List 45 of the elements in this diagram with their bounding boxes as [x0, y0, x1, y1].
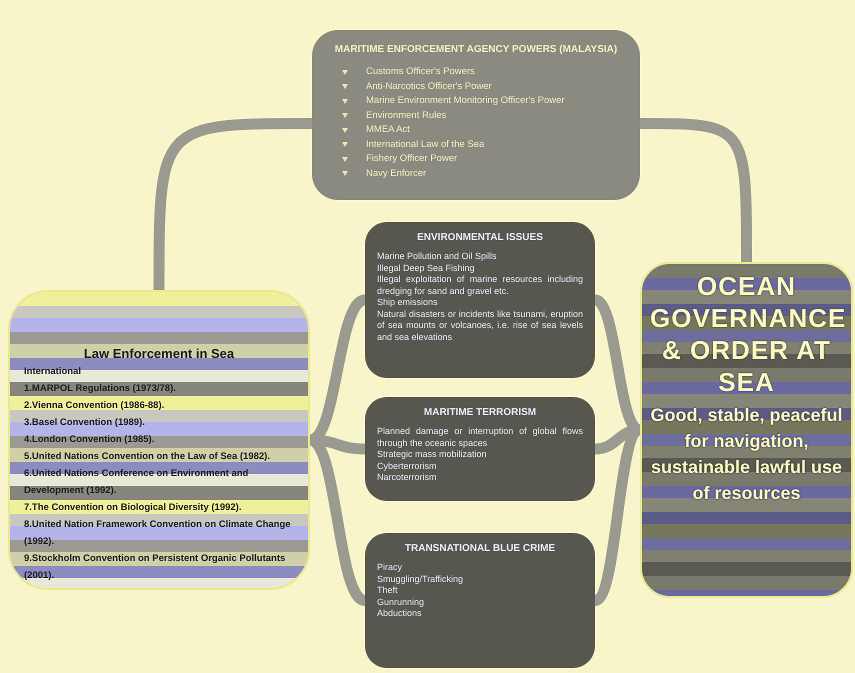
body-text: Marine Pollution and Oil Spills [377, 251, 498, 262]
list-item: MMEA Act [366, 123, 410, 137]
body-text: Cyberterrorism [377, 460, 438, 472]
body-text: Strategic mass mobilization [377, 449, 488, 460]
panel-heading: MARITIME TERRORISM [422, 407, 538, 418]
body-text: 5.United Nations Convention on the Law of Sea (1982). [24, 450, 271, 464]
body-text: Ship emissions [377, 297, 439, 308]
body-text: 2.Vienna Convention (1986-88). [24, 399, 166, 413]
body-text: 6.United Nations Conference on Environment and Development (1992). [24, 467, 250, 498]
connector-band [640, 118, 752, 262]
panel-heading: TRANSNATIONAL BLUE CRIME [404, 543, 556, 554]
body-text: Theft [377, 585, 399, 596]
panel-heading: OCEAN GOVERNANCE & ORDER AT SEA [650, 270, 843, 398]
body-text: Illegal exploitation of marine resources including dredging for sand and gravel etc. [377, 274, 583, 297]
issue-card [365, 533, 595, 668]
list-item: Marine Environment Monitoring Officer's Power [366, 94, 565, 108]
body-text: Planned damage or interruption of global flows through the oceanic spaces [377, 426, 583, 449]
body-text: Piracy [377, 562, 404, 574]
body-text: Abductions [377, 608, 423, 620]
list-item: Navy Enforcer [366, 166, 426, 180]
panel-heading: MARITIME ENFORCEMENT AGENCY POWERS (MALAYSIA) [334, 44, 618, 55]
list-item: Fishery Officer Power [366, 152, 458, 166]
body-text: International [24, 365, 82, 379]
body-text: 3.Basel Convention (1989). [24, 416, 146, 430]
body-text: Good, stable, peaceful for navigation, sustainable lawful use of resources [650, 404, 843, 505]
body-text: Narcoterrorism [377, 472, 438, 484]
text-panel [8, 290, 310, 590]
connector-band [154, 118, 312, 290]
body-text: Natural disasters or incidents like tsunami, eruption of sea mounts or volcanoes, i.e. rise of sea levels and sea elevations [377, 308, 583, 343]
list-item: Customs Officer's Powers [366, 65, 475, 79]
list-item: Anti-Narcotics Officer's Power [366, 80, 492, 94]
text-panel [312, 30, 640, 200]
body-text: Illegal Deep Sea Fishing [377, 262, 476, 274]
text-panel [640, 262, 853, 598]
body-text: Smuggling/Trafficking [377, 574, 464, 585]
issue-card [365, 397, 595, 501]
panel-heading: ENVIRONMENTAL ISSUES [416, 232, 544, 243]
body-text: 7.The Convention on Biological Diversity (1992). [24, 501, 242, 515]
body-text: Gunrunning [377, 596, 426, 608]
list-item: Environment Rules [366, 108, 446, 122]
body-text: 4.London Convention (1985). [24, 433, 156, 447]
issue-card [365, 222, 595, 378]
panel-heading: Law Enforcement in Sea [82, 346, 236, 361]
body-text: 1.MARPOL Regulations (1973/78). [24, 382, 177, 396]
list-item: International Law of the Sea [366, 138, 484, 152]
